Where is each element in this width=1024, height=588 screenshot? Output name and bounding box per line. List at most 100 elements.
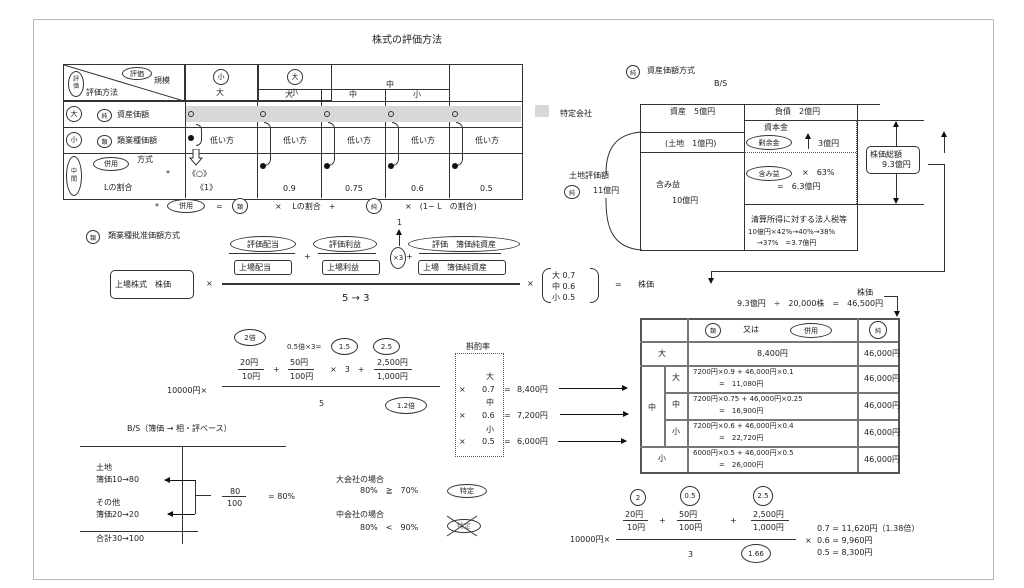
ratio-value: 0.75 <box>345 184 363 193</box>
col-mid-large: 大 <box>285 90 293 99</box>
net-tag: 純 <box>366 198 382 214</box>
calc1-denominator: 5 <box>319 399 325 408</box>
times: × <box>459 385 466 394</box>
capital-label: 資本金 <box>764 123 788 132</box>
factor-mid: 中 0.6 <box>552 282 576 291</box>
ratio-value: 《1》 <box>196 183 218 192</box>
land-bracket <box>605 131 643 251</box>
open-circle-mark <box>324 111 330 117</box>
combo-tag: 併用 <box>93 157 129 171</box>
fraction-bar <box>222 283 520 285</box>
mid-tag: 中 間 <box>66 156 82 196</box>
formula-l-part: × Lの割合 + <box>275 202 336 211</box>
ratio-denominator: 100 <box>227 499 243 508</box>
factor-value: 0.7 <box>482 385 495 394</box>
combo-tag: 併用 <box>790 323 832 338</box>
special-tag-crossed: 特定 <box>447 519 481 533</box>
row-formula: 7200円×0.75 + 46,000円×0.25 <box>693 395 803 403</box>
down-arrow-icon <box>189 149 203 166</box>
combo-tag: 併用 <box>167 199 205 213</box>
tax-calc: 10億円×42%→40%→38% <box>748 228 836 236</box>
numerator: 2,500円 <box>377 358 408 367</box>
size-label: 小 <box>486 425 494 434</box>
discount-rate-label: 斟酌率 <box>466 342 490 351</box>
calc2-denominator: 3 <box>688 550 694 559</box>
or-label: 又は <box>743 325 759 334</box>
calc2-result: 0.6 = 9,960円 <box>817 536 873 545</box>
times: × <box>459 411 466 420</box>
denominator: 5 → 3 <box>342 293 370 304</box>
sim-tag: 類 <box>97 135 112 148</box>
assets-value: 資産 5億円 <box>670 107 716 116</box>
calc2-prefix: 10000円× <box>570 535 611 544</box>
net-tag: 純 <box>564 185 580 199</box>
surplus-tag: 剰余金 <box>746 135 792 150</box>
row-result: = 22,720円 <box>719 434 764 442</box>
eval-tag: 評 価 <box>68 71 84 97</box>
large-company-title: 大会社の場合 <box>336 475 384 484</box>
right-arrow-icon <box>559 385 628 391</box>
lower-label: 低い方 <box>210 136 234 145</box>
ratio-numerator: 80 <box>230 487 241 496</box>
times: × <box>459 437 466 446</box>
star-mark: * <box>166 169 170 178</box>
plus: + <box>273 365 280 374</box>
row-net-value: 46,000円 <box>864 349 900 358</box>
row-formula: 7200円×0.6 + 46,000円×0.4 <box>693 422 794 430</box>
ratio-result: = 80% <box>268 492 296 501</box>
numerator: 20円 <box>625 510 644 519</box>
left-arrow-icon <box>167 511 195 517</box>
stock-price-label: 株価 <box>638 280 654 289</box>
lower-label: 低い方 <box>283 136 307 145</box>
highlight-row <box>186 106 521 122</box>
plus: + <box>730 516 737 525</box>
eval-profit: 評価利益 <box>313 236 377 252</box>
row-size: 中 <box>648 403 656 412</box>
land-eval-value: 11億円 <box>593 186 620 195</box>
valuation-method-table: 評 価 評価 規模 評価方法 小 大 中 大 小 <box>63 64 394 101</box>
numerator: 50円 <box>679 510 698 519</box>
bs-box <box>640 104 858 251</box>
combo-mark: 《○》 <box>188 169 211 178</box>
ratio-value: 0.9 <box>283 184 296 193</box>
row-net-asset-label: 資産価額 <box>117 110 149 119</box>
equals: = <box>504 385 511 394</box>
equals: = <box>615 280 622 289</box>
circled-1-66: 1.66 <box>741 544 771 563</box>
numerator: 50円 <box>290 358 309 367</box>
times: × <box>805 536 812 545</box>
other-value: 簿価20→20 <box>96 510 140 519</box>
discount-result: 6,000円 <box>517 437 548 446</box>
factor-large: 大 0.7 <box>552 271 576 280</box>
gain-result: = 6.3億円 <box>777 182 821 191</box>
listed-stock-price: 上場株式 株価 <box>110 270 194 299</box>
bs-base-title: B/S（簿価 → 相・評ベース） <box>127 424 232 433</box>
col-large-company: 大 小 <box>258 64 332 101</box>
right-arrow-icon <box>558 438 627 444</box>
open-circle-mark <box>388 111 394 117</box>
small-tag: 小 <box>213 69 229 85</box>
mid-company-title: 中会社の場合 <box>336 510 384 519</box>
gain-value: 10億円 <box>672 196 699 205</box>
liabilities-value: 負債 2億円 <box>775 107 821 116</box>
row-combo-label: 方式 <box>137 155 153 164</box>
up-arrow-icon <box>941 131 947 137</box>
row-formula: 6000円×0.5 + 46,000円×0.5 <box>693 449 794 457</box>
land-value: (土地 1億円) <box>665 139 717 148</box>
row-net-value: 46,000円 <box>864 374 900 383</box>
filled-circle-mark <box>452 163 458 169</box>
down-arrow-icon <box>893 198 899 204</box>
listed-book-value: 上場 簿価純資産 <box>418 260 506 275</box>
stock-price-label: 株価 <box>857 288 873 297</box>
listed-dividend: 上場配当 <box>234 260 292 275</box>
row-net-value: 46,000円 <box>864 455 900 464</box>
equals: = <box>504 411 511 420</box>
header-method: 評価方法 <box>86 88 118 97</box>
special-company-label: 特定会社 <box>560 109 592 118</box>
eval-book-value: 評価 簿価純資産 <box>408 236 520 252</box>
up-arrow-icon <box>396 229 402 235</box>
row-size: 小 <box>658 454 666 463</box>
row-ratio-label: Lの割合 <box>104 183 133 192</box>
row-similar-label: 類業種価額 <box>117 136 157 145</box>
total-stock-value-box: 株価総額 9.3億円 <box>866 146 920 174</box>
